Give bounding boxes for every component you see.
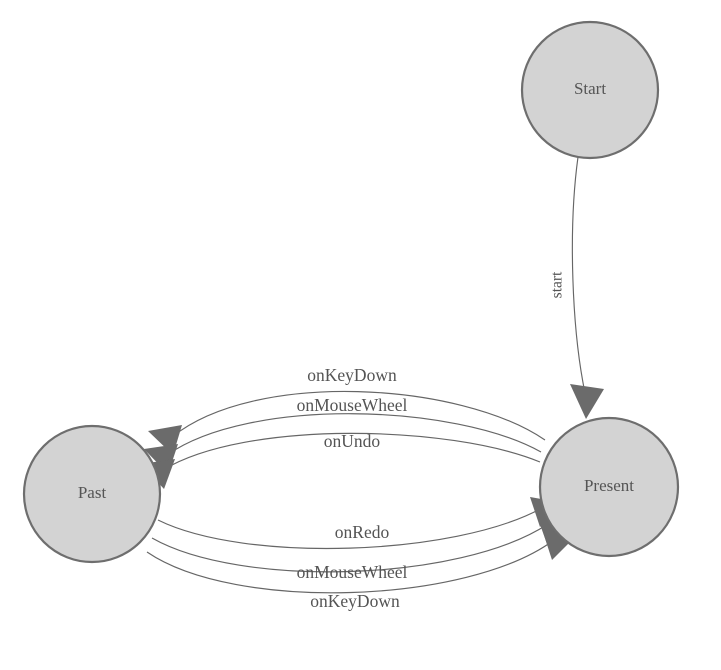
edge-label-undo: onUndo bbox=[324, 431, 381, 451]
edge-label-mousewheel-top: onMouseWheel bbox=[297, 395, 408, 415]
node-start-label: Start bbox=[574, 79, 606, 98]
edge-label-keydown-bottom: onKeyDown bbox=[310, 591, 400, 611]
node-layer: Start Past Present bbox=[22, 20, 680, 564]
edge-path bbox=[171, 390, 546, 441]
node-start-circle[interactable] bbox=[520, 20, 660, 160]
node-present-label: Present bbox=[584, 476, 634, 495]
node-past-circle[interactable] bbox=[22, 424, 162, 564]
edge-path bbox=[146, 539, 555, 594]
edge-label-keydown-top: onKeyDown bbox=[307, 365, 397, 385]
edge-path bbox=[157, 507, 543, 550]
edge-label-layer: start onKeyDown onMouseWheel onUndo onRe… bbox=[297, 271, 566, 611]
node-present[interactable]: Present bbox=[538, 416, 680, 558]
edge-label-start: start bbox=[549, 271, 566, 298]
edge-label-mousewheel-bottom: onMouseWheel bbox=[297, 562, 408, 582]
node-present-circle[interactable] bbox=[538, 416, 680, 558]
node-past-label: Past bbox=[78, 483, 107, 502]
edge-path bbox=[162, 432, 541, 471]
edge-start-arrowhead bbox=[570, 384, 604, 419]
edge-label-redo: onRedo bbox=[335, 522, 390, 542]
node-past[interactable]: Past bbox=[22, 424, 162, 564]
node-start[interactable]: Start bbox=[520, 20, 660, 160]
edge-start-path bbox=[571, 156, 586, 394]
edge-path bbox=[151, 523, 549, 573]
edge-path bbox=[166, 413, 542, 456]
edge-start-to-present[interactable] bbox=[570, 156, 604, 419]
